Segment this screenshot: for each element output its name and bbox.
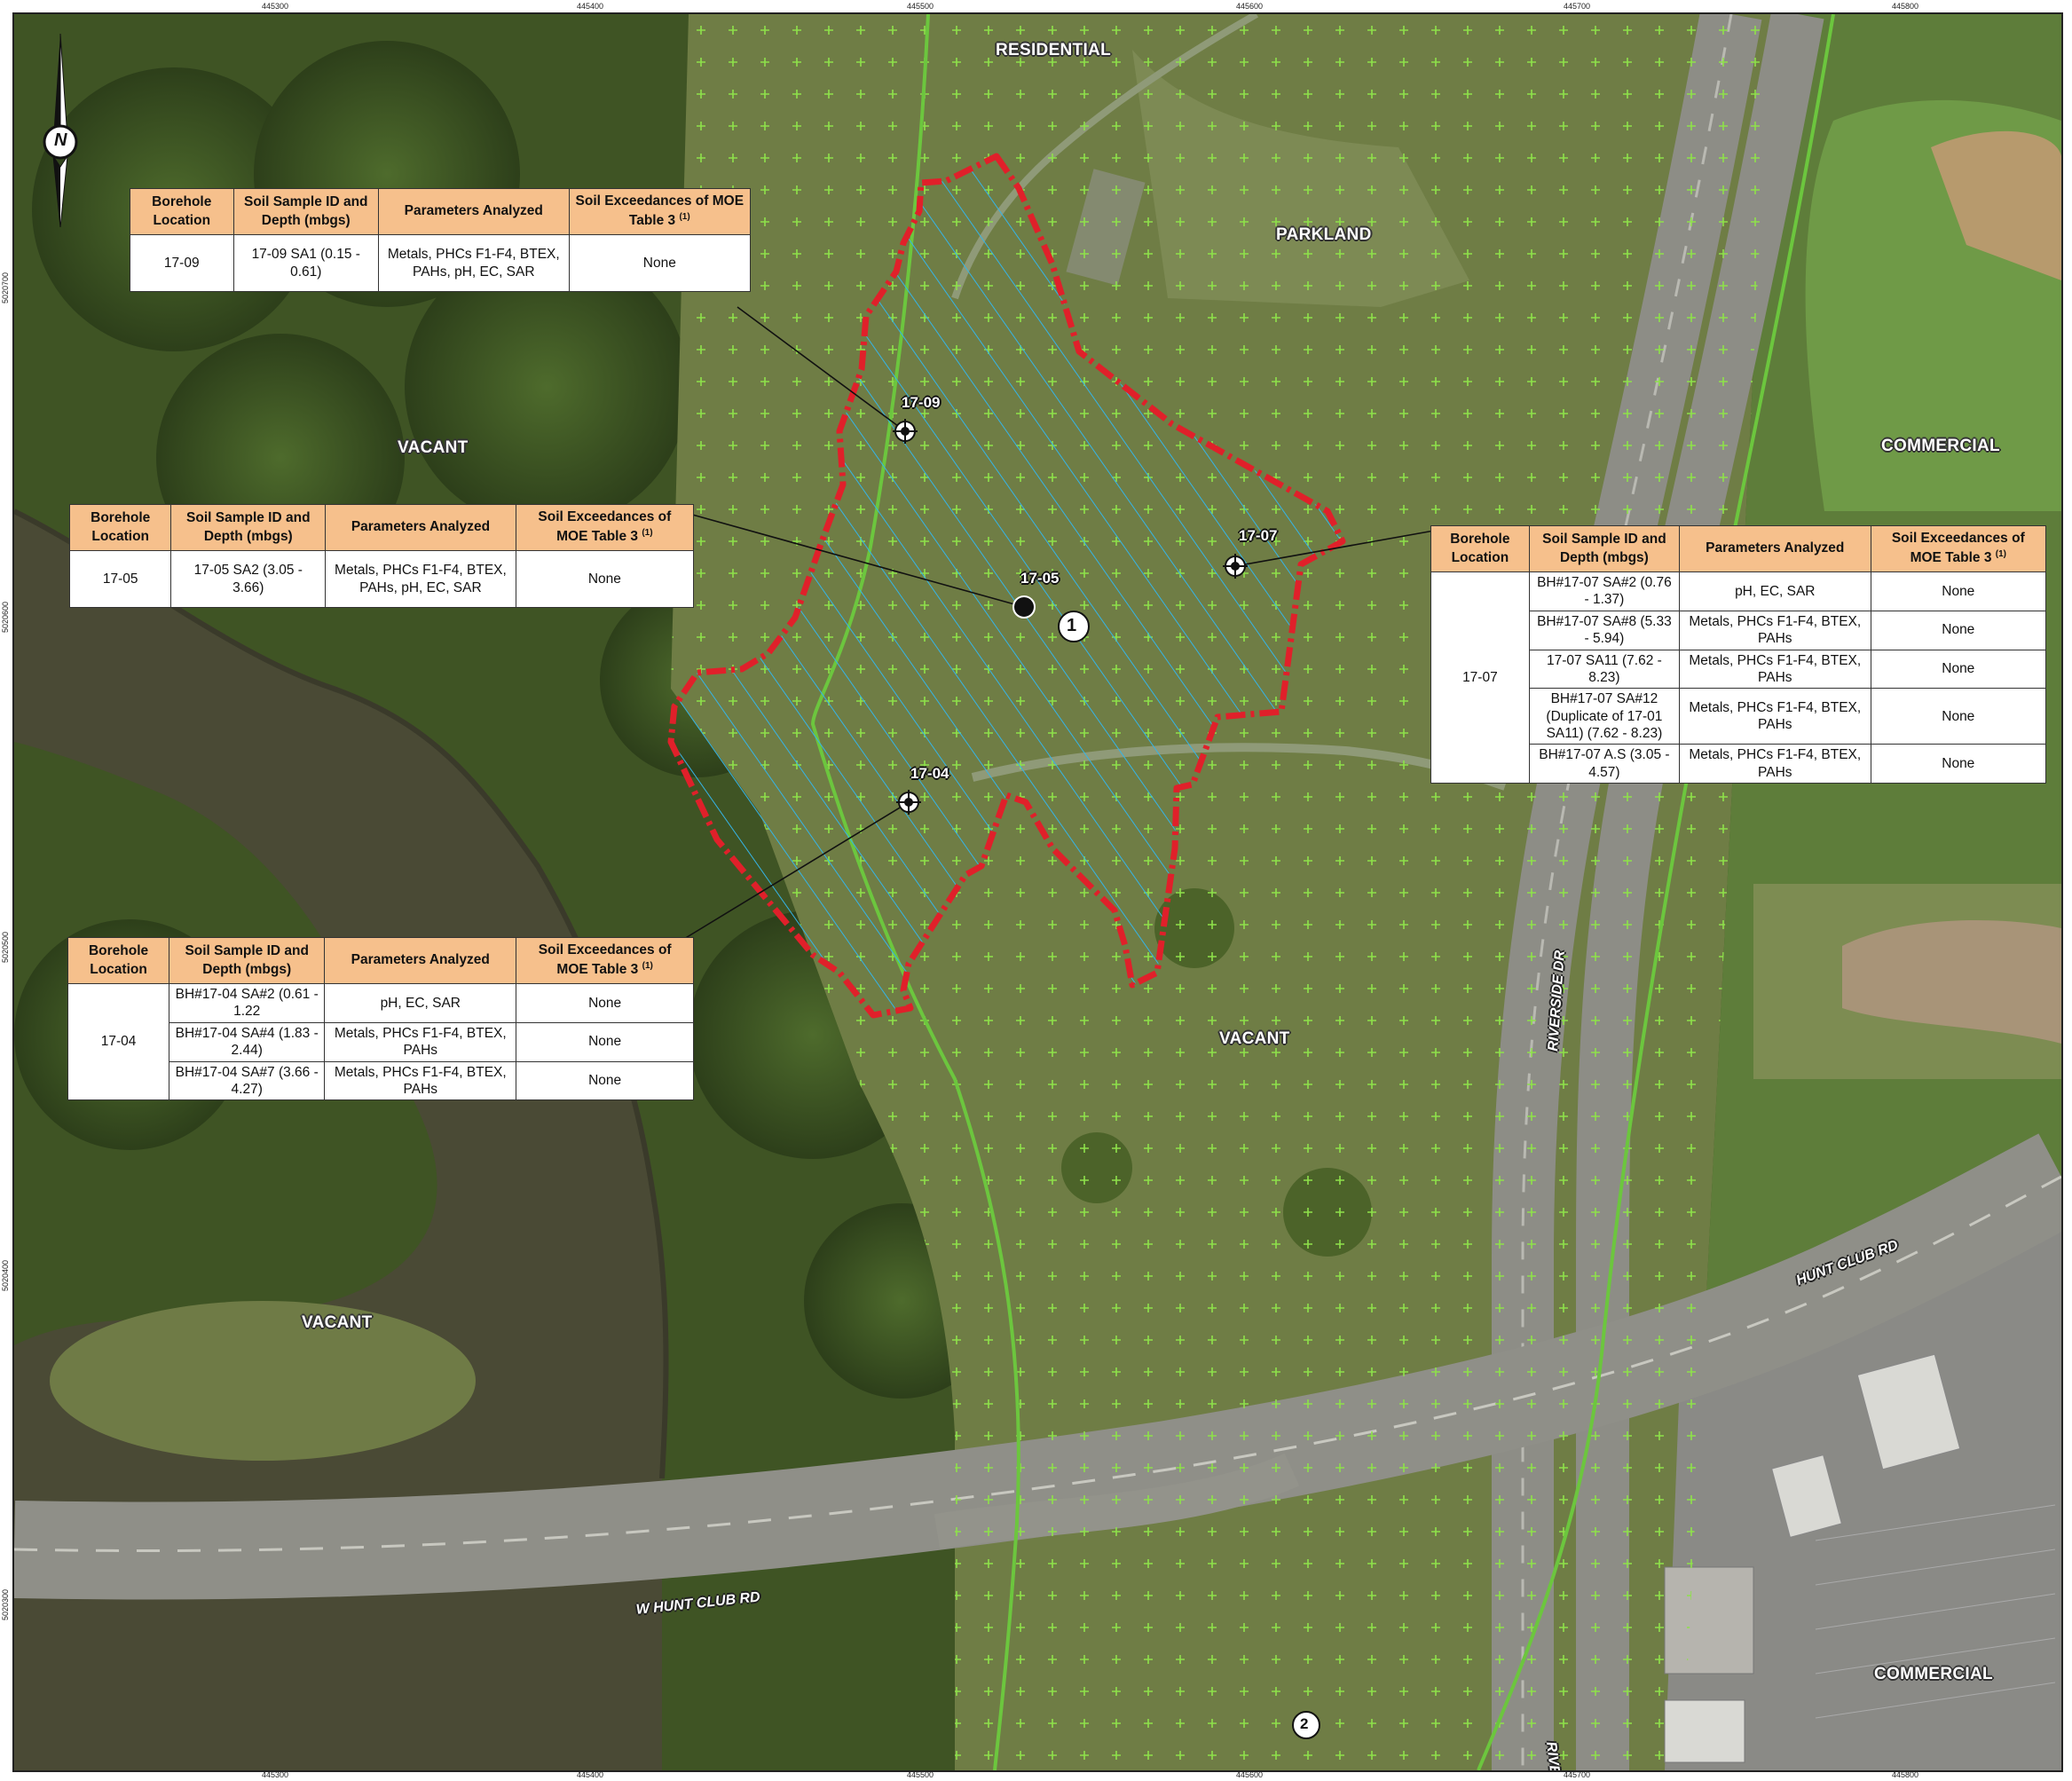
- header-exceed: Soil Exceedances of MOE Table 3 (1): [515, 504, 695, 551]
- easting-tick-bottom: 445700: [1563, 1770, 1591, 1779]
- northing-tick: 5020700: [1, 272, 10, 303]
- land-use-residential: RESIDENTIAL: [996, 41, 1111, 59]
- cell-sample: BH#17-07 SA#8 (5.33 - 5.94): [1528, 610, 1681, 650]
- aerial-map[interactable]: N RESIDENTIAL PARKLAND VACANT COMMERCIAL…: [12, 12, 2063, 1772]
- cell-location: 17-07: [1430, 571, 1530, 784]
- north-arrow-icon: [43, 33, 78, 228]
- easting-tick-bottom: 445800: [1891, 1770, 1919, 1779]
- easting-tick-top: 445500: [906, 2, 934, 11]
- easting-tick-top: 445400: [576, 2, 604, 11]
- easting-tick-top: 445700: [1563, 2, 1591, 11]
- cell-params: pH, EC, SAR: [1679, 571, 1871, 611]
- cell-params: pH, EC, SAR: [324, 983, 517, 1023]
- easting-tick-bottom: 445300: [261, 1770, 289, 1779]
- cell-params: Metals, PHCs F1-F4, BTEX, PAHs, pH, EC, …: [325, 550, 516, 608]
- cell-exceed: None: [1870, 688, 2047, 745]
- cell-location: 17-04: [67, 982, 170, 1101]
- cell-exceed: None: [516, 1021, 694, 1062]
- borehole-marker-17-05: [1012, 595, 1036, 619]
- cell-exceed: None: [1870, 649, 2047, 690]
- header-params: Parameters Analyzed: [378, 188, 570, 235]
- cell-params: Metals, PHCs F1-F4, BTEX, PAHs: [1679, 744, 1871, 784]
- borehole-label-17-07: 17-07: [1239, 527, 1278, 544]
- area-label-2: 2: [1300, 1715, 1309, 1732]
- header-sample: Soil Sample ID and Depth (mbgs): [169, 937, 326, 984]
- land-use-vacant-center: VACANT: [1219, 1029, 1290, 1048]
- cell-sample: 17-09 SA1 (0.15 - 0.61): [232, 234, 379, 292]
- header-location: Borehole Location: [130, 188, 234, 235]
- easting-tick-top: 445600: [1235, 2, 1264, 11]
- cell-sample: BH#17-07 A.S (3.05 - 4.57): [1528, 744, 1681, 784]
- north-arrow-label: N: [54, 130, 67, 150]
- cell-params: Metals, PHCs F1-F4, BTEX, PAHs: [324, 1021, 517, 1062]
- easting-tick-top: 445300: [261, 2, 289, 11]
- land-use-parkland: PARKLAND: [1276, 225, 1372, 244]
- borehole-marker-17-04: [896, 790, 921, 815]
- borehole-table-17-07: Borehole Location Soil Sample ID and Dep…: [1430, 525, 2047, 784]
- cell-sample: BH#17-07 SA#12 (Duplicate of 17-01 SA11)…: [1528, 688, 1681, 745]
- header-exceed: Soil Exceedances of MOE Table 3 (1): [568, 188, 752, 235]
- cell-sample: BH#17-04 SA#2 (0.61 - 1.22: [169, 983, 326, 1023]
- header-location: Borehole Location: [67, 937, 170, 984]
- cell-sample: BH#17-04 SA#7 (3.66 - 4.27): [169, 1060, 326, 1101]
- northing-tick: 5020500: [1, 931, 10, 963]
- borehole-table-17-05: Borehole Location Soil Sample ID and Dep…: [68, 504, 695, 608]
- cell-exceed: None: [1870, 744, 2047, 784]
- header-params: Parameters Analyzed: [1679, 525, 1871, 572]
- land-use-vacant-sw: VACANT: [302, 1313, 373, 1332]
- header-params: Parameters Analyzed: [324, 937, 517, 984]
- header-location: Borehole Location: [1430, 525, 1530, 572]
- cell-exceed: None: [1870, 610, 2047, 650]
- cell-exceed: None: [516, 1060, 694, 1101]
- borehole-marker-17-07: [1223, 554, 1248, 579]
- header-params: Parameters Analyzed: [325, 504, 516, 551]
- easting-tick-bottom: 445400: [576, 1770, 604, 1779]
- easting-tick-bottom: 445600: [1235, 1770, 1264, 1779]
- northing-tick: 5020300: [1, 1588, 10, 1620]
- cell-sample: 17-07 SA11 (7.62 - 8.23): [1528, 649, 1681, 690]
- cell-location: 17-05: [68, 550, 172, 608]
- cell-params: Metals, PHCs F1-F4, BTEX, PAHs, pH, EC, …: [378, 234, 570, 292]
- easting-tick-bottom: 445500: [906, 1770, 934, 1779]
- cell-params: Metals, PHCs F1-F4, BTEX, PAHs: [1679, 610, 1871, 650]
- cell-params: Metals, PHCs F1-F4, BTEX, PAHs: [324, 1060, 517, 1101]
- cell-exceed: None: [516, 983, 694, 1023]
- header-exceed: Soil Exceedances of MOE Table 3 (1): [516, 937, 694, 984]
- borehole-label-17-04: 17-04: [910, 765, 949, 782]
- cell-exceed: None: [515, 550, 695, 608]
- cell-location: 17-09: [130, 234, 234, 292]
- land-use-vacant-nw: VACANT: [398, 438, 469, 457]
- cell-params: Metals, PHCs F1-F4, BTEX, PAHs: [1679, 688, 1871, 745]
- borehole-marker-17-09: [893, 419, 918, 444]
- header-sample: Soil Sample ID and Depth (mbgs): [232, 188, 379, 235]
- cell-exceed: None: [568, 234, 752, 292]
- borehole-label-17-09: 17-09: [902, 394, 941, 411]
- land-use-commercial-e: COMMERCIAL: [1881, 437, 2000, 455]
- borehole-table-17-09: Borehole Location Soil Sample ID and Dep…: [130, 188, 752, 292]
- cell-sample: BH#17-07 SA#2 (0.76 - 1.37): [1528, 571, 1681, 611]
- aerial-map-graphics: [14, 14, 2061, 1770]
- header-location: Borehole Location: [68, 504, 172, 551]
- header-sample: Soil Sample ID and Depth (mbgs): [1528, 525, 1681, 572]
- borehole-label-17-05: 17-05: [1020, 570, 1060, 587]
- borehole-table-17-04: Borehole Location Soil Sample ID and Dep…: [67, 937, 694, 1101]
- cell-sample: BH#17-04 SA#4 (1.83 - 2.44): [169, 1021, 326, 1062]
- northing-tick: 5020400: [1, 1259, 10, 1291]
- cell-params: Metals, PHCs F1-F4, BTEX, PAHs: [1679, 649, 1871, 690]
- header-exceed: Soil Exceedances of MOE Table 3 (1): [1870, 525, 2047, 572]
- area-label-1: 1: [1067, 616, 1077, 635]
- northing-tick: 5020600: [1, 601, 10, 633]
- header-sample: Soil Sample ID and Depth (mbgs): [170, 504, 327, 551]
- land-use-commercial-se: COMMERCIAL: [1874, 1665, 1993, 1683]
- cell-sample: 17-05 SA2 (3.05 - 3.66): [170, 550, 327, 608]
- cell-exceed: None: [1870, 571, 2047, 611]
- easting-tick-top: 445800: [1891, 2, 1919, 11]
